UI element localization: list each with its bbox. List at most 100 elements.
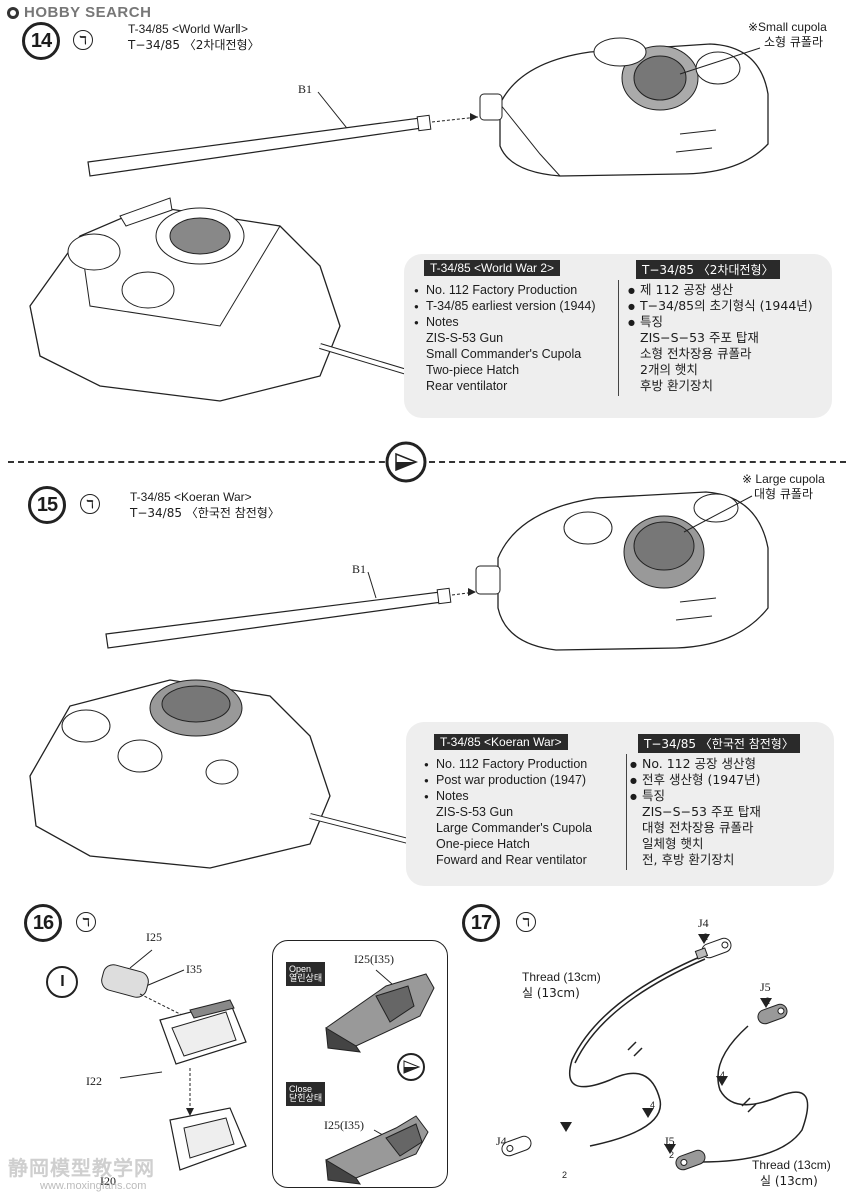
part-i25-label: I25: [146, 930, 162, 944]
step-14-info-box: T-34/85 <World War 2> T−34/85 〈2차대전형〉 No…: [404, 254, 832, 418]
info-15-en-3: ZIS-S-53 Gun: [436, 805, 514, 819]
step-17-number: 17: [462, 904, 500, 942]
part-i20-label: I20: [100, 1174, 116, 1188]
turret-15-detail-drawing: [29, 679, 421, 869]
step-14-title-en: T-34/85 <World WarⅡ>: [128, 22, 248, 36]
part-i22-label: I22: [86, 1074, 102, 1088]
part-j5-label-bottom: J5: [664, 1134, 675, 1148]
info-15-en-2: Notes: [424, 788, 469, 805]
turret-14-detail-drawing: [29, 197, 421, 402]
step-15-title-kr: T−34/85 〈한국전 참전형〉: [130, 506, 280, 520]
thread-label-kr: 실 (13cm): [522, 986, 580, 1000]
part-i25-i35-open-label: I25(I35): [354, 952, 394, 966]
info-14-header-kr: T−34/85 〈2차대전형〉: [636, 260, 780, 279]
info-14-en-4: Small Commander's Cupola: [426, 347, 582, 361]
glue-icon: ℸ: [73, 30, 93, 50]
section-divider: [8, 461, 846, 463]
info-14-en-0: No. 112 Factory Production: [414, 282, 577, 299]
part-j4-label-bottom: J4: [496, 1134, 507, 1148]
small-cupola-callout-kr: 소형 큐폴라: [764, 35, 824, 49]
info-15-kr-6: 전, 후방 환기장치: [642, 852, 735, 867]
info-14-kr-1: T−34/85의 초기형식 (1944년): [628, 298, 813, 315]
tow-cable-drawing: [501, 934, 809, 1171]
watermark-cn: 静岡模型教学网: [8, 1156, 155, 1180]
info-14-kr-5: 2개의 햇치: [640, 362, 698, 377]
info-14-en-5: Two-piece Hatch: [426, 363, 520, 377]
thread-label-en-2: Thread (13cm): [752, 1158, 831, 1172]
turret-14-top-drawing: [479, 37, 769, 177]
watermark-url: www.moxingfans.com: [40, 1180, 147, 1192]
barrel-b1-15-drawing: [105, 571, 477, 649]
step-15-info-box: T-34/85 <Koeran War> T−34/85 〈한국전 참전형〉 N…: [406, 722, 834, 886]
open-close-panel: [272, 940, 448, 1188]
close-label-kr: 닫힌상태: [289, 1094, 323, 1104]
count-marker-j5-bottom: 2: [669, 1150, 675, 1160]
next-arrow-icon: [385, 441, 427, 483]
loop-count-marker-2: 4: [720, 1070, 726, 1080]
large-cupola-callout-en: ※ Large cupola: [742, 472, 825, 486]
open-label-en: Open: [289, 964, 312, 974]
hatch-open-drawing: [325, 969, 435, 1053]
step-16-number: 16: [24, 904, 62, 942]
info-14-en-1: T-34/85 earliest version (1944): [414, 298, 595, 315]
info-14-en-6: Rear ventilator: [426, 379, 508, 393]
info-15-en-1: Post war production (1947): [424, 772, 586, 789]
count-marker-j4-top: 2: [703, 932, 709, 942]
info-15-en-0: No. 112 Factory Production: [424, 756, 587, 773]
info-14-kr-0: 제 112 공장 생산: [628, 282, 733, 299]
step-15-number: 15: [28, 486, 66, 524]
info-15-kr-4: 대형 전차장용 큐폴라: [642, 820, 754, 835]
glue-icon: ℸ: [80, 494, 100, 514]
open-label-kr: 열린상태: [289, 974, 323, 984]
info-14-kr-4: 소형 전차장용 큐폴라: [640, 346, 752, 361]
part-b1-label: B1: [298, 82, 313, 96]
info-15-kr-3: ZIS−S−53 주포 탑재: [642, 804, 761, 819]
info-15-kr-0: No. 112 공장 생산형: [630, 756, 756, 773]
part-i25-i35-close-label: I25(I35): [324, 1118, 364, 1132]
count-marker-j4-bottom: 2: [562, 1170, 568, 1180]
small-cupola-callout-en: ※Small cupola: [748, 20, 827, 34]
close-tag: Close 닫힌상태: [286, 1082, 326, 1106]
info-14-en-2: Notes: [414, 314, 459, 331]
swap-arrow-icon: [397, 1053, 425, 1081]
close-label-en: Close: [289, 1084, 313, 1094]
thread-label-en: Thread (13cm): [522, 970, 601, 984]
small-cupola-leader-line: [679, 47, 761, 75]
info-15-header-en: T-34/85 <Koeran War>: [434, 734, 568, 750]
info-14-header-en: T-34/85 <World War 2>: [424, 260, 561, 276]
info-14-divider: [618, 280, 619, 396]
step-14-title-kr: T−34/85 〈2차대전형〉: [128, 38, 260, 52]
hatch-assembly-drawing: [101, 949, 247, 1171]
info-15-kr-1: 전후 생산형 (1947년): [630, 772, 760, 789]
part-i35-label: I35: [186, 962, 202, 976]
part-j5-label-top: J5: [760, 980, 771, 994]
info-15-en-4: Large Commander's Cupola: [436, 821, 592, 835]
info-14-kr-2: 특징: [628, 314, 663, 331]
hobby-search-logo: HOBBY SEARCH: [6, 4, 151, 21]
part-j4-label-top: J4: [698, 916, 709, 930]
info-15-kr-2: 특징: [630, 788, 665, 805]
glue-icon: ℸ: [516, 912, 536, 932]
info-14-en-3: ZIS-S-53 Gun: [426, 331, 504, 345]
hatch-close-drawing: [325, 1115, 429, 1185]
loop-count-marker-1: 4: [650, 1100, 656, 1110]
glue-icon: ℸ: [76, 912, 96, 932]
count-marker-j5-top: 2: [765, 996, 771, 1006]
info-15-header-kr: T−34/85 〈한국전 참전형〉: [638, 734, 800, 753]
info-15-kr-5: 일체형 햇치: [642, 836, 704, 851]
open-tag: Open 열린상태: [286, 962, 326, 986]
part-b1-label-15: B1: [352, 562, 367, 576]
roman-numeral-i: I: [46, 966, 78, 998]
turret-15-top-drawing: [475, 491, 769, 651]
thread-label-kr-2: 실 (13cm): [760, 1174, 818, 1188]
info-14-kr-6: 후방 환기장치: [640, 378, 713, 393]
step-15-title-en: T-34/85 <Koeran War>: [130, 490, 252, 504]
step-14-number: 14: [22, 22, 60, 60]
info-14-kr-3: ZIS−S−53 주포 탑재: [640, 330, 759, 345]
brand-text: HOBBY SEARCH: [24, 4, 152, 21]
logo-circle-icon: [7, 6, 19, 19]
barrel-b1-drawing: [87, 91, 479, 177]
large-cupola-leader-line: [683, 495, 753, 533]
info-15-en-6: Foward and Rear ventilator: [436, 853, 587, 867]
large-cupola-callout-kr: 대형 큐폴라: [754, 487, 814, 501]
